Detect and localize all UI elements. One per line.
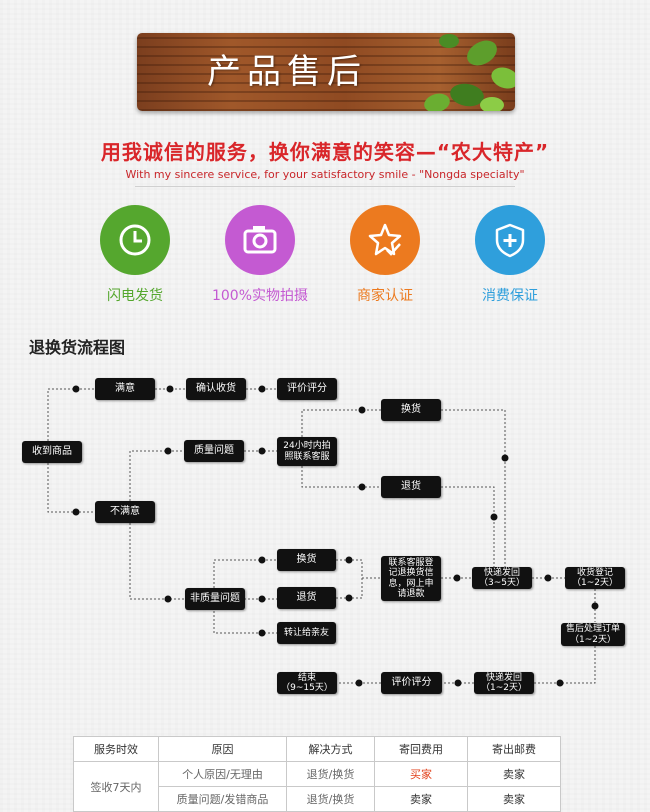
node-confirm-receipt: 确认收货 [186,378,246,400]
node-quality-issue: 质量问题 [184,440,244,462]
table-header: 原因 [158,736,287,762]
badge-circle [350,205,420,275]
node-review-2: 评价评分 [381,672,442,694]
badge-real-photo: 100%实物拍摄 [190,205,330,305]
banner-title: 产品售后 [207,52,367,92]
table-cell-period: 签收7天内 [73,761,159,812]
table-cell-return-fee: 卖家 [374,786,468,812]
node-exchange: 换货 [381,399,441,421]
table-header: 寄回费用 [374,736,468,762]
slogan-chinese: 用我诚信的服务，换你满意的笑容—“农大特产” [100,140,550,164]
service-policy-table: 服务时效 原因 解决方式 寄回费用 寄出邮费 签收7天内 个人原因/无理由 退货… [73,736,561,812]
camera-icon [243,226,277,254]
node-review: 评价评分 [277,378,337,400]
badge-label: 商家认证 [357,288,413,304]
table-cell-reason: 个人原因/无理由 [158,761,287,787]
table-cell-ship-fee: 卖家 [467,786,561,812]
star-check-icon [368,223,402,256]
flowchart-title: 退换货流程图 [29,338,126,357]
node-after-sales-processing: 售后处理订单 （1~2天） [561,623,625,646]
node-return-2: 退货 [277,587,336,609]
table-row: 签收7天内 个人原因/无理由 退货/换货 买家 卖家 [73,761,561,812]
after-sales-banner: 产品售后 [137,33,515,111]
badge-label: 闪电发货 [107,288,163,304]
badge-label: 消费保证 [482,288,538,304]
badge-consumer-guarantee: 消费保证 [440,205,580,305]
table-header: 解决方式 [286,736,375,762]
badge-circle [225,205,295,275]
node-register-refund: 联系客服登 记退换货信 息，网上申 请退款 [381,556,441,601]
badge-circle [100,205,170,275]
table-cell-return-fee: 买家 [374,761,468,787]
node-unsatisfied: 不满意 [95,501,155,523]
shield-plus-icon [495,223,525,258]
node-end: 结束 （9~15天） [277,672,337,694]
badge-label: 100%实物拍摄 [211,288,309,304]
table-header: 服务时效 [73,736,159,762]
table-cell-solution: 退货/换货 [286,786,375,812]
node-return: 退货 [381,476,441,498]
node-received: 收到商品 [22,441,82,463]
node-satisfied: 满意 [95,378,155,400]
slogan-divider [135,186,515,187]
table-header: 寄出邮费 [467,736,561,762]
badge-merchant-certified: 商家认证 [315,205,455,305]
table-cell-reason: 质量问题/发错商品 [158,786,287,812]
badge-fast-delivery: 闪电发货 [65,205,205,305]
node-transfer-to-friend: 转让给亲友 [277,622,336,644]
badge-circle [475,205,545,275]
node-ship-return-1-2: 快递发回 （1~2天） [474,672,534,694]
table-header-row: 服务时效 原因 解决方式 寄回费用 寄出邮费 [73,736,561,762]
node-exchange-2: 换货 [277,549,336,571]
slogan-english: With my sincere service, for your satisf… [125,168,525,181]
table-cell-ship-fee: 卖家 [467,761,561,787]
node-contact-service-24h: 24小时内拍 照联系客服 [277,437,337,466]
clock-icon [119,224,151,256]
node-ship-back-3-5: 快递发回 （3~5天） [472,567,532,589]
node-non-quality-issue: 非质量问题 [185,588,245,610]
vine-leaves-decoration [424,34,515,111]
table-cell-solution: 退货/换货 [286,761,375,787]
node-receipt-registration: 收货登记 （1~2天） [565,567,625,589]
